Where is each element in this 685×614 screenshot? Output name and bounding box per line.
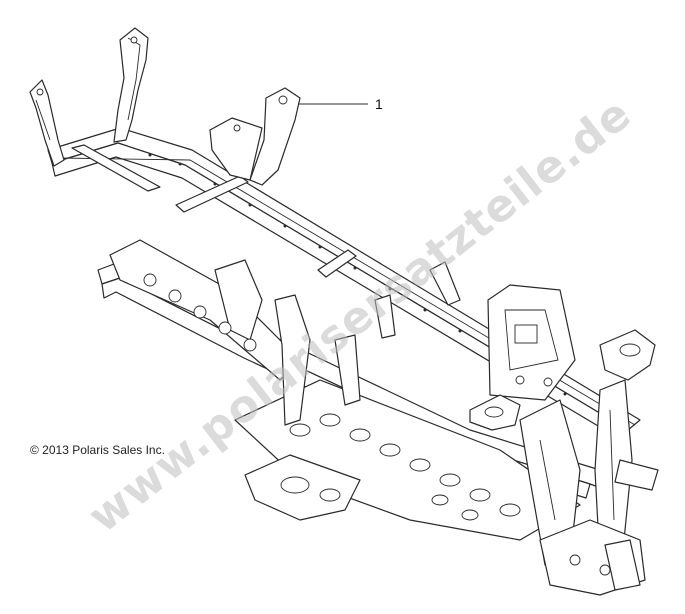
upper-frame-rails bbox=[47, 127, 641, 443]
callout-1: 1 bbox=[298, 96, 383, 112]
copyright-notice: © 2013 Polaris Sales Inc. bbox=[30, 443, 165, 457]
front-lower-bumper bbox=[539, 459, 659, 596]
rear-tall-upright bbox=[113, 27, 149, 143]
rear-left-hoop bbox=[29, 79, 65, 167]
callout-1-label: 1 bbox=[375, 96, 383, 112]
front-bulkhead bbox=[487, 284, 576, 401]
mid-upright-bracket bbox=[209, 87, 301, 186]
front-skid-plate bbox=[244, 454, 361, 521]
left-side-frame bbox=[109, 239, 301, 381]
front-suspension-towers bbox=[469, 329, 656, 566]
seat-support-posts bbox=[274, 261, 461, 426]
